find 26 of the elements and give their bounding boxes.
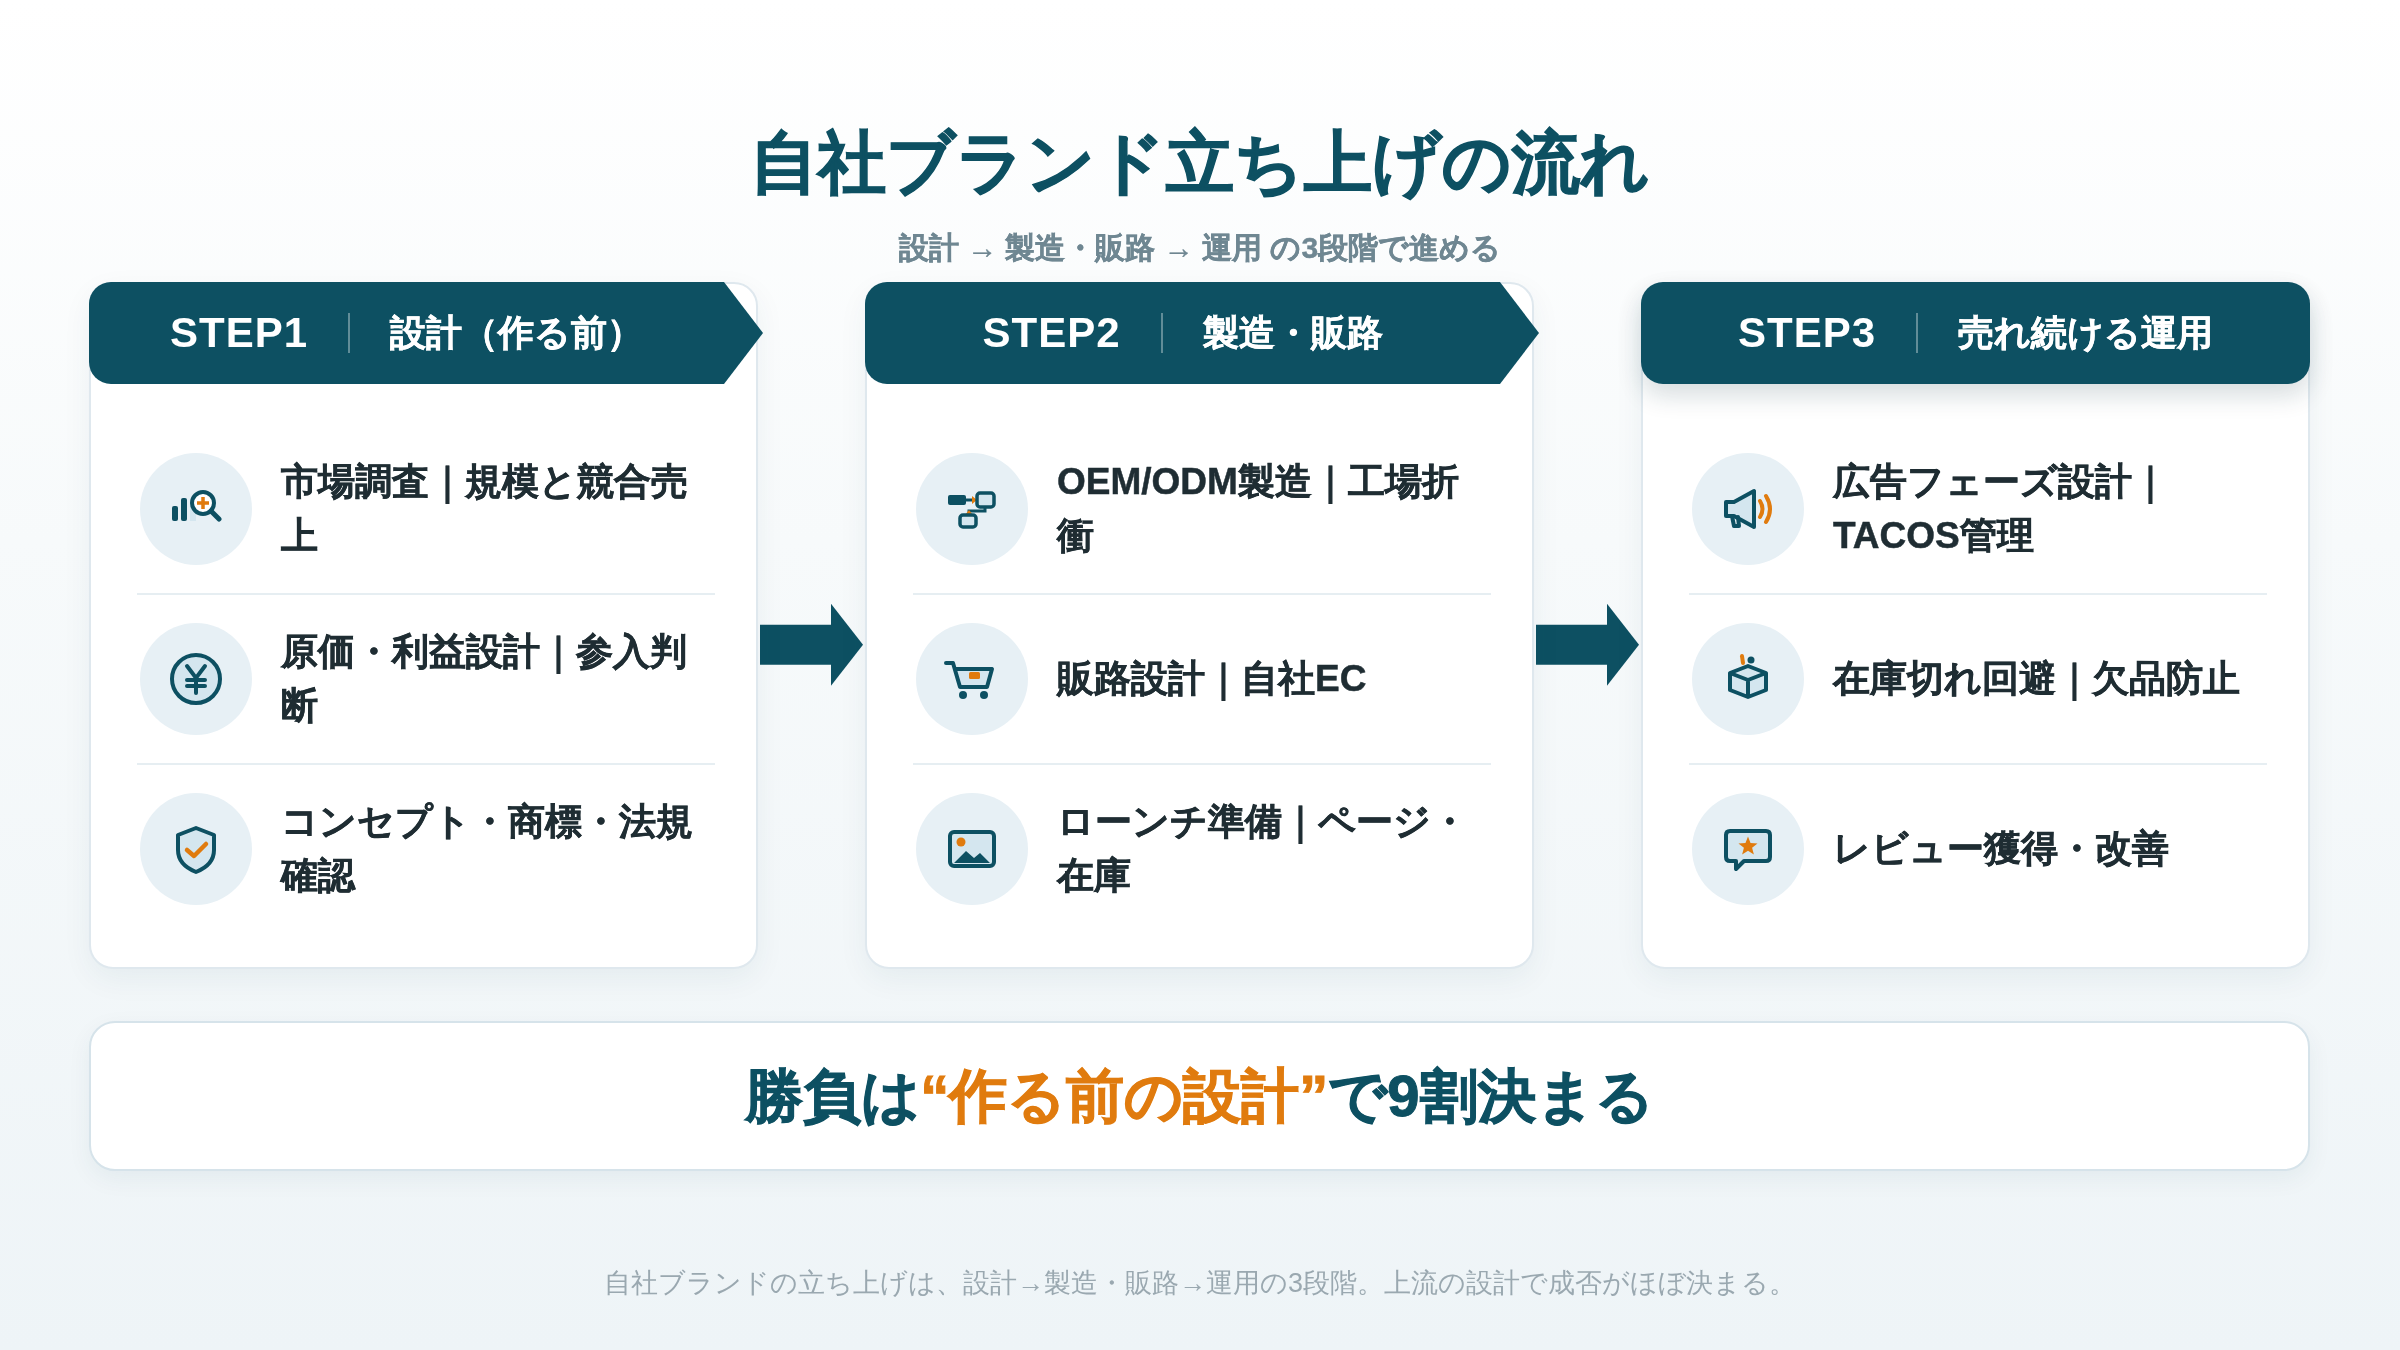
- item-text: 市場調査｜規模と競合売上: [281, 460, 689, 558]
- item-text: 広告フェーズ設計｜TACOS管理: [1833, 460, 2169, 558]
- step-header: [1641, 282, 2310, 384]
- subtitle: 設計 → 製造・販路 → 運用 の3段階で進める: [898, 230, 1502, 266]
- item-text: レビュー獲得・改善: [1833, 827, 2169, 871]
- arrow: [1536, 603, 1639, 686]
- item-text: 原価・利益設計｜参入判断: [281, 630, 688, 728]
- item-text: OEM/ODM製造｜工場折衝: [1057, 460, 1460, 558]
- step-title: 売れ続ける運用: [1958, 311, 2214, 355]
- step-header: [865, 282, 1539, 384]
- step-number: STEP3: [1737, 308, 1877, 358]
- step-card: [1641, 282, 2310, 969]
- caption-text: 自社ブランドの立ち上げは、設計→製造・販路→運用の3段階。上流の設計で成否がほぼ決まる。: [604, 1267, 1796, 1300]
- arrow: [760, 603, 863, 686]
- title: 自社ブランド立ち上げの流れ: [750, 123, 1650, 202]
- step-number: STEP2: [982, 308, 1121, 358]
- step-number: STEP1: [169, 308, 309, 358]
- summary-banner: [89, 1021, 2310, 1171]
- item-text: 販路設計｜自社EC: [1057, 657, 1367, 703]
- step-title: 製造・販路: [1202, 311, 1383, 355]
- step-header: [89, 282, 763, 384]
- summary-text: 勝負は“作る前の設計”で9割決まる: [745, 1062, 1654, 1130]
- item-text: ローンチ準備｜ページ・在庫: [1057, 800, 1469, 898]
- item-text: コンセプト・商標・法規確認: [281, 800, 694, 898]
- step-title: 設計（作る前）: [390, 311, 644, 355]
- item-text: 在庫切れ回避｜欠品防止: [1833, 657, 2240, 703]
